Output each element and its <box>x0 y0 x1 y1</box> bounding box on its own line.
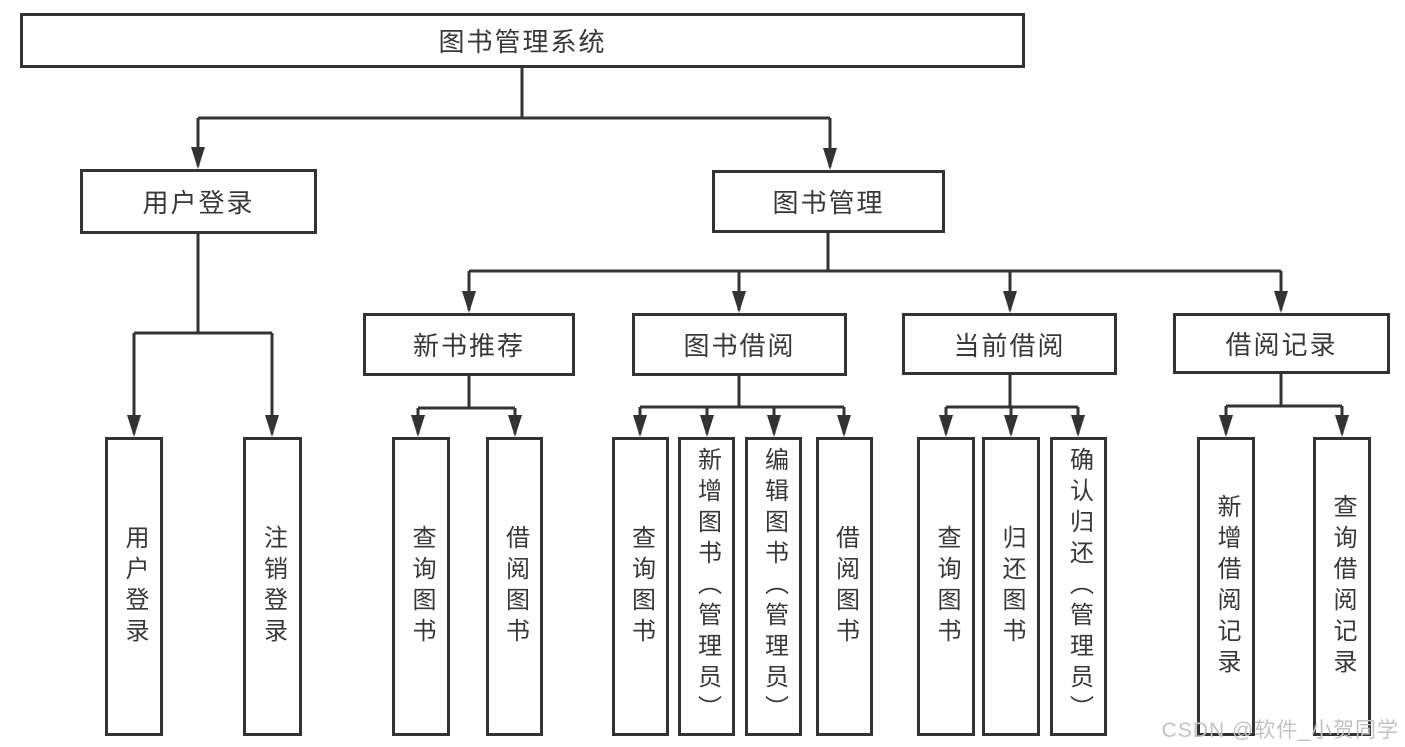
node-leaf-borrow-books-1: 借阅图书 <box>486 437 543 736</box>
node-leaf-borrow-books-2: 借阅图书 <box>816 437 873 736</box>
node-leaf-add-book-admin: 新增图书（管理员） <box>678 437 735 736</box>
connector-book-borrow-branch <box>633 376 851 437</box>
node-borrow-records: 借阅记录 <box>1173 313 1390 374</box>
node-new-book-recommend: 新书推荐 <box>363 313 575 376</box>
node-book-borrow: 图书借阅 <box>632 313 847 376</box>
node-leaf-logout: 注销登录 <box>243 437 302 736</box>
node-leaf-query-books-2: 查询图书 <box>612 437 669 736</box>
node-current-borrow: 当前借阅 <box>902 313 1117 375</box>
node-leaf-user-login: 用户登录 <box>105 437 163 736</box>
connector-current-borrow-branch <box>939 375 1085 437</box>
node-leaf-query-books-1: 查询图书 <box>392 437 450 736</box>
connector-new-book-branch <box>411 376 522 437</box>
node-leaf-query-borrow-record: 查询借阅记录 <box>1313 437 1371 736</box>
connector-borrow-records-branch <box>1219 374 1349 437</box>
connector-book-management-branch <box>462 233 1288 313</box>
node-book-management: 图书管理 <box>712 170 945 233</box>
node-leaf-return-book: 归还图书 <box>982 437 1040 736</box>
connector-root-to-level2 <box>191 68 837 170</box>
watermark: CSDN @软件_小贺同学 <box>1161 719 1399 742</box>
node-leaf-query-books-3: 查询图书 <box>917 437 975 736</box>
node-root: 图书管理系统 <box>20 13 1025 68</box>
node-leaf-edit-book-admin: 编辑图书（管理员） <box>745 437 802 736</box>
connector-user-login-branch <box>127 234 279 437</box>
node-leaf-confirm-return-admin: 确认归还（管理员） <box>1050 437 1107 736</box>
node-leaf-add-borrow-record: 新增借阅记录 <box>1197 437 1255 736</box>
node-user-login: 用户登录 <box>80 169 317 234</box>
